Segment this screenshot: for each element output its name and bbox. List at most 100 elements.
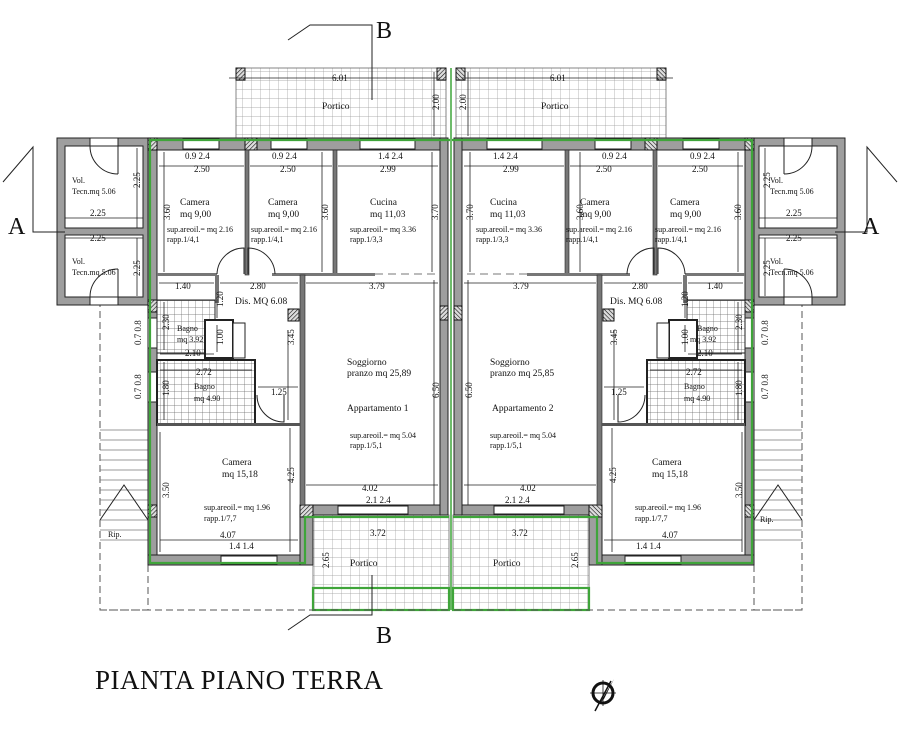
room-window-area: sup.areoil.= mq 5.04 — [490, 431, 556, 440]
dimension-label: 6.50 — [431, 382, 441, 398]
room-area: pranzo mq 25,89 — [347, 369, 411, 379]
room-area: mq 11,03 — [370, 210, 406, 220]
dimension-label: 3.50 — [161, 482, 171, 498]
dimension-label: 2.10 — [697, 348, 713, 358]
apartment-1-plan — [55, 66, 454, 612]
dimension-label: 1.4 1.4 — [636, 541, 661, 551]
dimension-label: 0.7 0.8 — [133, 374, 143, 399]
dimension-label: 1.00 — [680, 329, 690, 345]
tech-room-name: Vol. — [72, 257, 85, 266]
tech-room-area: Tecn.mq 5.06 — [770, 268, 814, 277]
dimension-label: 2.1 2.4 — [505, 495, 530, 505]
dimension-label: 4.02 — [520, 483, 536, 493]
dimension-label: 2.99 — [503, 164, 519, 174]
room-name: Cucina — [370, 198, 398, 208]
dimension-label: 2.30 — [734, 314, 744, 330]
dimension-label: 1.20 — [680, 291, 690, 307]
dimension-label: 2.50 — [596, 164, 612, 174]
dimension-label: 2.25 — [786, 233, 802, 243]
dimension-label: 1.4 2.4 — [378, 151, 403, 161]
dimension-label: 2.72 — [196, 367, 212, 377]
room-ratio: rapp.1/3,3 — [476, 235, 508, 244]
dimension-label: 1.20 — [215, 291, 225, 307]
room-window-area: sup.areoil.= mq 2.16 — [167, 225, 233, 234]
room-ratio: rapp.1/7,7 — [635, 514, 667, 523]
portico-top-left-label: Portico — [322, 102, 350, 112]
dimension-label: 3.60 — [162, 204, 172, 220]
dimension-label: 1.4 1.4 — [229, 541, 254, 551]
room-ratio: rapp.1/7,7 — [204, 514, 236, 523]
room-area: mq 4.90 — [684, 394, 710, 403]
dimension-label: 1.80 — [734, 380, 744, 396]
dimension-label: 2.30 — [161, 314, 171, 330]
dimension-lines — [65, 72, 837, 552]
dimension-label: 0.7 0.8 — [760, 374, 770, 399]
dimension-label: 4.07 — [220, 530, 236, 540]
room-ratio: rapp.1/4,1 — [167, 235, 199, 244]
portico-bottom-right-label: Portico — [493, 559, 521, 569]
portico-top-right-label: Portico — [541, 102, 569, 112]
rip-label: Rip. — [760, 515, 774, 524]
room-window-area: sup.areoil.= mq 5.04 — [350, 431, 416, 440]
room-area: mq 9,00 — [580, 210, 611, 220]
dimension-label: 3.50 — [734, 482, 744, 498]
room-window-area: sup.areoil.= mq 3.36 — [350, 225, 416, 234]
room-name: Bagno — [194, 382, 215, 391]
room-name: Camera — [652, 458, 682, 468]
tech-room-labels: Vol. Tecn.mq 5.06 Vol. Tecn.mq 5.06 Vol.… — [72, 176, 814, 539]
dimension-label: 3.60 — [320, 204, 330, 220]
dimension-label: 2.25 — [132, 172, 142, 188]
dimension-label: 3.60 — [733, 204, 743, 220]
dimension-label: 1.80 — [161, 380, 171, 396]
section-b-bottom-marker — [287, 575, 373, 631]
room-window-area: sup.areoil.= mq 1.96 — [635, 503, 701, 512]
hall-label: Dis. MQ 6.08 — [235, 297, 288, 307]
hall-label: Dis. MQ 6.08 — [610, 297, 663, 307]
dimension-label: 0.7 0.8 — [760, 320, 770, 345]
dimension-label: 3.72 — [512, 528, 528, 538]
dimension-label: 2.65 — [570, 552, 580, 568]
rip-label: Rip. — [108, 530, 122, 539]
dimension-label: 0.9 2.4 — [185, 151, 210, 161]
apartment-name: Appartamento 1 — [347, 404, 409, 414]
dimension-label: 4.25 — [608, 467, 618, 483]
dimension-label: 2.25 — [90, 208, 106, 218]
room-area: mq 15,18 — [652, 470, 688, 480]
dimension-label: 1.25 — [611, 387, 627, 397]
room-area: mq 9,00 — [268, 210, 299, 220]
room-window-area: sup.areoil.= mq 2.16 — [251, 225, 317, 234]
dimension-label: 3.70 — [465, 204, 475, 220]
room-ratio: rapp.1/3,3 — [350, 235, 382, 244]
dimension-label: 2.25 — [762, 260, 772, 276]
dimension-label: 4.07 — [662, 530, 678, 540]
dimension-label: 2.10 — [185, 348, 201, 358]
room-name: Camera — [670, 198, 700, 208]
dimension-label: 2.00 — [431, 94, 441, 110]
dimension-label: 3.45 — [286, 329, 296, 345]
room-area: mq 15,18 — [222, 470, 258, 480]
room-name: Cucina — [490, 198, 518, 208]
tech-room-name: Vol. — [770, 176, 783, 185]
tech-room-name: Vol. — [72, 176, 85, 185]
dimension-label: 3.79 — [369, 281, 385, 291]
dimension-label: 0.9 2.4 — [272, 151, 297, 161]
room-ratio: rapp.1/5,1 — [350, 441, 382, 450]
dimension-label: 3.60 — [575, 204, 585, 220]
room-area: mq 11,03 — [490, 210, 526, 220]
dimension-label: 2.25 — [90, 233, 106, 243]
room-name: Camera — [580, 198, 610, 208]
dimension-label: 2.50 — [194, 164, 210, 174]
dimension-label: 6.01 — [550, 73, 566, 83]
room-area: mq 9,00 — [670, 210, 701, 220]
tech-room-name: Vol. — [770, 257, 783, 266]
dimension-label: 2.72 — [686, 367, 702, 377]
drawing-title: PIANTA PIANO TERRA — [95, 665, 383, 695]
room-window-area: sup.areoil.= mq 2.16 — [566, 225, 632, 234]
dimension-label: 2.25 — [132, 260, 142, 276]
room-window-area: sup.areoil.= mq 3.36 — [476, 225, 542, 234]
room-window-area: sup.areoil.= mq 1.96 — [204, 503, 270, 512]
dimension-label: 4.02 — [362, 483, 378, 493]
room-name: Camera — [180, 198, 210, 208]
room-ratio: rapp.1/4,1 — [251, 235, 283, 244]
